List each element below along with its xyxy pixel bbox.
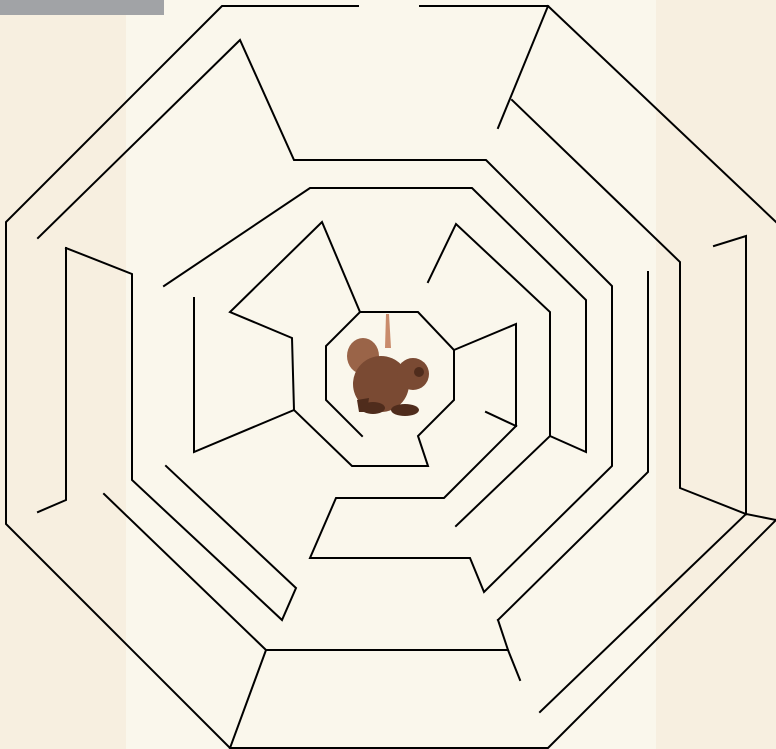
player-head [397,358,429,390]
maze-wall-segment [454,324,516,426]
player-tail [385,314,391,348]
player-foot-front [391,404,419,416]
maze-wall-segment [38,40,612,592]
maze-wall-segment [104,494,520,680]
player-piece[interactable] [347,314,429,416]
maze-wall-segment [66,248,296,620]
maze-wall-segment [746,514,776,520]
maze-wall-segment [456,436,550,526]
player-eye [414,367,424,377]
maze-wall-segment [230,650,266,748]
top-toolbar [0,0,164,15]
player-leg [357,398,369,412]
maze-wall-segment [512,100,746,514]
maze-wall-segment [38,248,66,512]
maze-wall-segment [540,514,746,712]
maze-wall-segment [498,620,508,650]
maze-wall-segment [194,222,454,466]
